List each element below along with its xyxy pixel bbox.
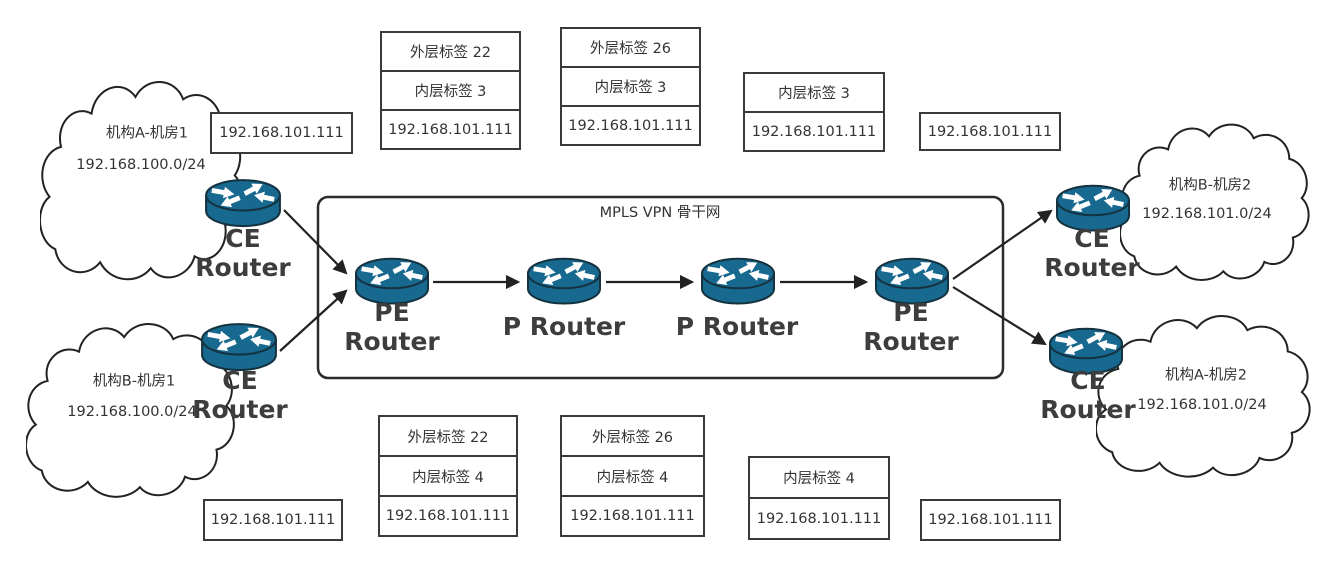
router-label-line2: Router (1044, 253, 1140, 282)
label-cell: 外层标签 26 (560, 415, 705, 457)
label-cell: 192.168.101.111 (920, 499, 1061, 541)
router-label-pe-left: PE Router (344, 298, 439, 356)
router-icon-pe-right (874, 256, 950, 305)
cloud-site-b2-name: 机构B-机房2 (1168, 177, 1252, 194)
router-label-line1: P Router (675, 312, 799, 341)
label-cell: 外层标签 26 (560, 27, 701, 68)
router-label-ce-top-left: CE Router (195, 224, 290, 282)
router-icon-ce-top-left (205, 177, 281, 228)
mpls-backbone-box (316, 195, 1005, 380)
label-cell: 192.168.101.111 (743, 111, 885, 152)
label-table-bottom-p: 外层标签 26 内层标签 4 192.168.101.111 (560, 415, 705, 537)
cloud-site-b1-name: 机构B-机房1 (92, 373, 176, 390)
cloud-site-b2-shape (1120, 123, 1310, 281)
router-label-ce-bottom-left: CE Router (192, 366, 287, 424)
cloud-site-b2-subnet: 192.168.101.0/24 (1142, 206, 1272, 222)
router-label-line1: CE (222, 366, 258, 395)
link-pe-right-to-ce-b2 (952, 209, 1053, 280)
label-box-top-ce-b2: 192.168.101.111 (919, 112, 1061, 151)
router-icon-p2 (700, 256, 776, 305)
label-table-top-pe-left: 外层标签 22 内层标签 3 192.168.101.111 (380, 31, 521, 150)
cloud-site-b1-subnet: 192.168.100.0/24 (67, 404, 197, 420)
label-cell: 外层标签 22 (378, 415, 518, 457)
label-cell: 192.168.101.111 (748, 497, 890, 540)
label-box-top-ce-a1: 192.168.101.111 (210, 112, 353, 154)
label-cell: 内层标签 4 (748, 456, 890, 499)
label-cell: 192.168.101.111 (378, 495, 518, 537)
label-cell: 192.168.101.111 (560, 105, 701, 146)
label-cell: 192.168.101.111 (380, 109, 521, 150)
label-cell: 内层标签 3 (380, 70, 521, 111)
label-cell: 外层标签 22 (380, 31, 521, 72)
link-ce-b1-to-pe-left (279, 289, 348, 352)
router-label-line1: PE (893, 298, 929, 327)
router-label-line1: P Router (502, 312, 626, 341)
label-table-bottom-pe-left: 外层标签 22 内层标签 4 192.168.101.111 (378, 415, 518, 537)
label-box-bottom-ce-a2: 192.168.101.111 (920, 499, 1061, 541)
router-label-line1: CE (225, 224, 261, 253)
label-cell: 192.168.101.111 (919, 112, 1061, 151)
label-table-top-p: 外层标签 26 内层标签 3 192.168.101.111 (560, 27, 701, 146)
cloud-site-a2-name: 机构A-机房2 (1164, 367, 1248, 384)
link-ce-a1-to-pe-left (283, 209, 348, 275)
router-label-line1: CE (1074, 224, 1110, 253)
router-label-line2: Router (344, 327, 440, 356)
router-label-pe-right: PE Router (863, 298, 958, 356)
label-cell: 内层标签 3 (560, 66, 701, 107)
router-label-line1: PE (374, 298, 410, 327)
router-label-line2: Router (192, 395, 288, 424)
link-pe-right-to-ce-a2 (952, 286, 1047, 346)
router-label-line2: Router (863, 327, 959, 356)
cloud-site-a1-subnet: 192.168.100.0/24 (76, 157, 206, 173)
router-icon-ce-bottom-left (201, 321, 277, 372)
label-box-bottom-ce-b1: 192.168.101.111 (203, 499, 343, 541)
router-label-p2: P Router (676, 312, 799, 341)
mpls-backbone-title: MPLS VPN 骨干网 (599, 205, 721, 221)
router-icon-p1 (526, 256, 602, 305)
label-cell: 192.168.101.111 (203, 499, 343, 541)
label-cell: 192.168.101.111 (210, 112, 353, 154)
router-icon-pe-left (354, 256, 430, 305)
label-table-top-pe-right: 内层标签 3 192.168.101.111 (743, 72, 885, 152)
router-label-line1: CE (1070, 366, 1106, 395)
router-label-line2: Router (1040, 395, 1136, 424)
router-label-line2: Router (195, 253, 291, 282)
cloud-site-a1-name: 机构A-机房1 (105, 125, 189, 142)
label-cell: 内层标签 4 (560, 455, 705, 497)
label-cell: 内层标签 3 (743, 72, 885, 113)
label-cell: 内层标签 4 (378, 455, 518, 497)
label-table-bottom-pe-right: 内层标签 4 192.168.101.111 (748, 456, 890, 540)
router-label-ce-top-right: CE Router (1044, 224, 1139, 282)
label-cell: 192.168.101.111 (560, 495, 705, 537)
router-label-ce-bottom-right: CE Router (1040, 366, 1135, 424)
cloud-site-a2-subnet: 192.168.101.0/24 (1137, 397, 1267, 413)
router-label-p1: P Router (503, 312, 626, 341)
